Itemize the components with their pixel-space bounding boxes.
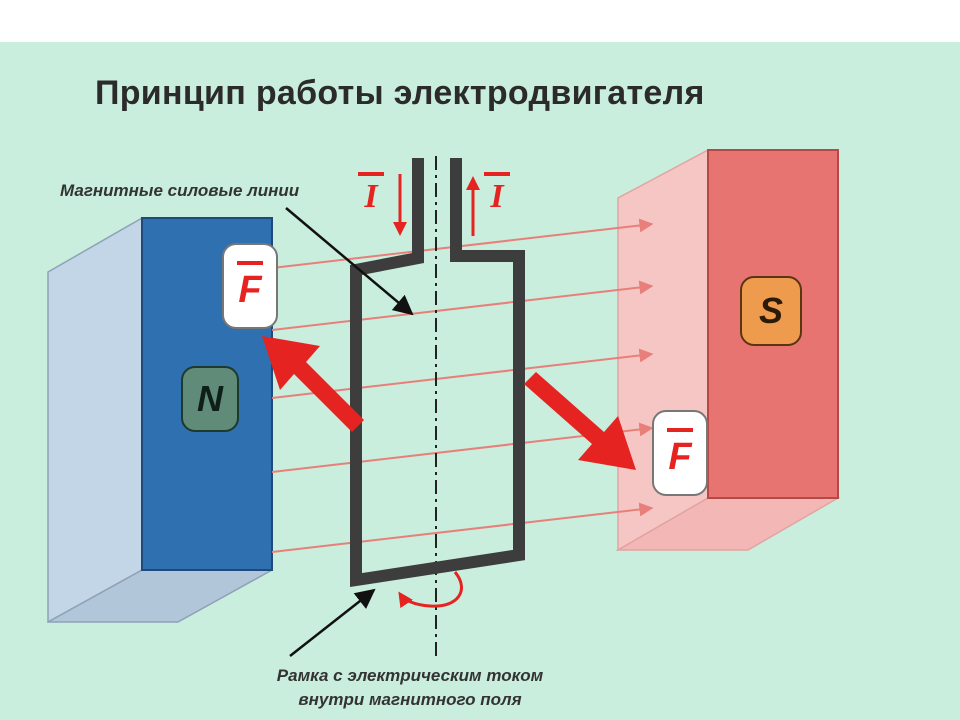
vector-bar bbox=[358, 172, 384, 176]
force-arrows bbox=[262, 336, 636, 470]
frame-label-line1: Рамка с электрическим током bbox=[276, 666, 544, 685]
rotation-arrow bbox=[398, 571, 463, 609]
frame-label: Рамка с электрическим током внутри магни… bbox=[220, 664, 600, 712]
frame-label-line2: внутри магнитного поля bbox=[298, 690, 522, 709]
force-symbol: F bbox=[238, 268, 262, 311]
frame-pointer bbox=[289, 588, 376, 657]
current-symbol: I bbox=[364, 178, 378, 215]
south-magnet bbox=[615, 148, 841, 552]
vector-bar bbox=[237, 260, 263, 265]
current-arrows bbox=[393, 174, 480, 236]
current-label-right: I bbox=[484, 172, 510, 216]
current-label-left: I bbox=[358, 172, 384, 216]
force-badge-left: F bbox=[222, 243, 278, 329]
force-badge-right: F bbox=[652, 410, 708, 496]
field-lines-pointer bbox=[285, 207, 414, 316]
force-symbol: F bbox=[668, 435, 692, 478]
current-symbol: I bbox=[490, 178, 504, 215]
diagram-title: Принцип работы электродвигателя bbox=[95, 74, 705, 112]
south-pole-badge: S bbox=[740, 276, 802, 346]
current-frame bbox=[350, 158, 525, 587]
vector-bar bbox=[484, 172, 510, 176]
field-lines-label: Магнитные силовые линии bbox=[60, 181, 300, 200]
vector-bar bbox=[667, 427, 693, 432]
north-pole-badge: N bbox=[181, 366, 239, 432]
